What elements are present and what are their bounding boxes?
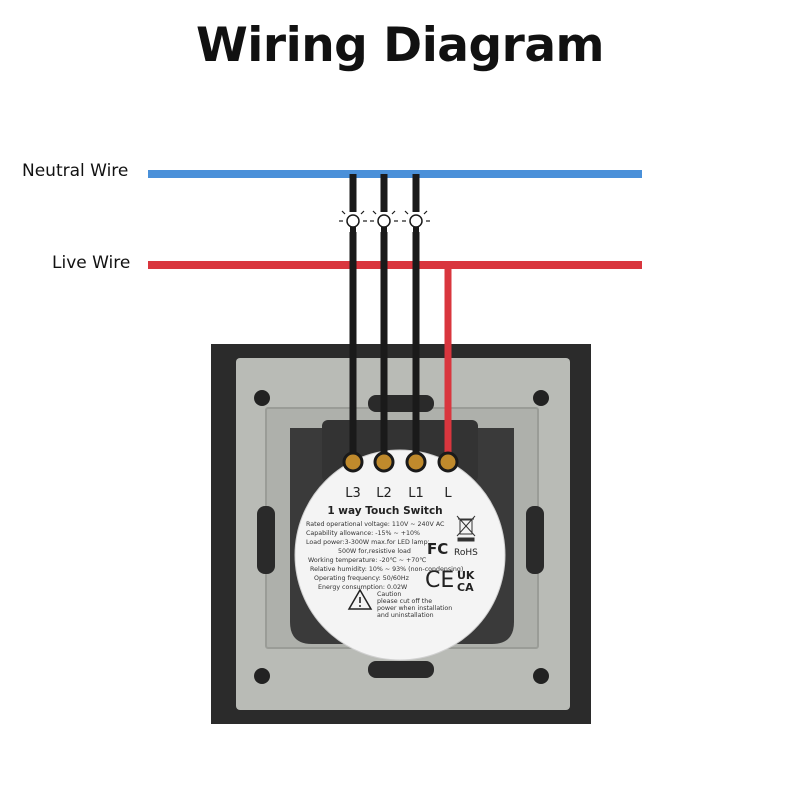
spec-line: Capability allowance: -15% ~ +10% [306,530,420,537]
terminal-l2 [373,451,395,473]
mount-slot-right [526,506,544,574]
mount-slot-left [257,506,275,574]
ce-mark: CE [425,568,454,593]
spec-line: Energy consumption: 0.02W [318,584,408,591]
mount-slot-top [368,395,434,412]
weee-bin-icon [456,515,476,542]
terminal-screws [342,451,459,473]
screw-hole-top-right [533,390,549,406]
module-label-disc [294,449,506,661]
spec-line: Relative humidity: 10% ~ 93% (non-conden… [310,566,463,573]
page-title: Wiring Diagram [195,18,605,73]
rohs-mark: RoHS [454,548,478,558]
neutral-wire-label: Neutral Wire [22,161,129,181]
warning-icon [347,588,373,610]
spec-line: Load power:3-300W max.for LED lamp; [306,539,430,546]
screw-hole-bottom-right [533,668,549,684]
terminal-label-l1: L1 [408,486,424,501]
caution-line: please cut off the [377,598,432,605]
terminal-l3 [342,451,364,473]
spec-line: Operating frequency: 50/60Hz [314,575,410,582]
screw-hole-top-left [254,390,270,406]
lightbulb-icon [339,207,367,232]
terminal-label-l: L [444,486,452,501]
terminal-l [437,451,459,473]
spec-line: 500W for,resistive load [338,548,411,555]
live-wire-label: Live Wire [52,253,131,273]
terminal-label-l3: L3 [345,486,361,501]
caution-line: Caution [377,591,401,598]
fc-mark: FC [427,540,448,558]
lightbulb-icon [402,207,430,232]
ukca-mark-bottom: CA [457,581,474,594]
lightbulb-icon [370,207,398,232]
ukca-mark-top: UK [457,569,475,582]
caution-line: and uninstallation [377,612,434,619]
caution-line: power when installation [377,605,452,612]
terminal-label-l2: L2 [376,486,392,501]
screw-hole-bottom-left [254,668,270,684]
module-heading: 1 way Touch Switch [327,505,442,517]
terminal-l1 [405,451,427,473]
spec-line: Working temperature: -20℃ ~ +70℃ [308,557,426,564]
mount-slot-bottom [368,661,434,678]
spec-line: Rated operational voltage: 110V ~ 240V A… [306,521,445,528]
